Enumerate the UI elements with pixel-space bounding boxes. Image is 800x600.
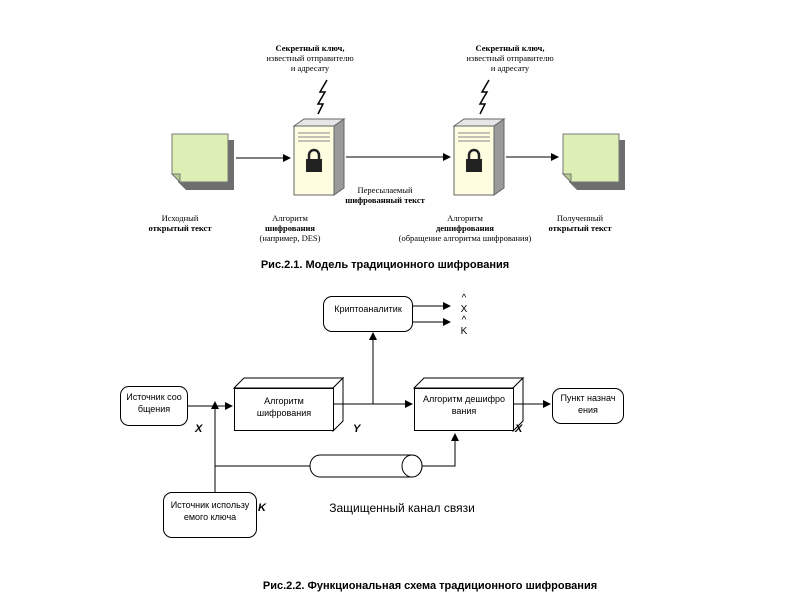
arrow-channel-to-dec <box>422 433 459 467</box>
dec-algo-line2: дешифрования <box>435 222 495 233</box>
received-text-line2: открытый текст <box>548 222 612 233</box>
out-hat-2: ^ <box>461 315 467 326</box>
analyst-output-labels: ^ X ^ K <box>455 293 473 337</box>
destination-label: Пункт назначения <box>560 393 616 415</box>
source-text-line2: открытый текст <box>148 222 212 233</box>
var-k: K <box>258 502 266 514</box>
key-right-line2: известный отправителю <box>466 52 554 63</box>
decryption-block-label: Алгоритм дешифрования <box>422 394 506 416</box>
source-text-label: Исходный открытый текст <box>135 213 225 234</box>
transmitted-line2: шифрованный текст <box>345 194 425 205</box>
message-source-box: Источник сообщения <box>120 386 188 426</box>
key-left-line3: и адресату <box>290 62 330 73</box>
out-x: X <box>460 304 468 315</box>
var-y: Y <box>353 423 361 435</box>
key-left-title: Секретный ключ, <box>275 43 345 53</box>
encryption-block: Алгоритм шифрования <box>234 388 334 431</box>
fig2-caption: Рис.2.2. Функциональная схема традиционн… <box>262 580 598 592</box>
key-right-label: Секретный ключ, известный отправителю и … <box>445 43 575 73</box>
decryption-server-icon <box>452 118 506 196</box>
key-right-title: Секретный ключ, <box>475 43 545 53</box>
dec-algo-line1: Алгоритм <box>447 213 483 223</box>
lightning-left-icon <box>316 79 328 115</box>
destination-box: Пункт назначения <box>552 388 624 424</box>
dec-algo-line3: (обращение алгоритма шифрования) <box>398 232 532 243</box>
source-text-line1: Исходный <box>161 213 199 223</box>
var-x-left: X <box>195 423 203 435</box>
transmitted-line1: Пересылаемый <box>357 185 413 195</box>
channel-label: Защищенный канал связи <box>329 501 475 515</box>
out-hat-1: ^ <box>461 293 467 304</box>
transmitted-label: Пересылаемый шифрованный текст <box>340 185 430 206</box>
key-right-line3: и адресату <box>490 62 530 73</box>
message-source-label: Источник сообщения <box>126 392 182 414</box>
secure-channel-icon <box>309 454 423 478</box>
key-source-label: Источник используемого ключа <box>170 500 250 522</box>
received-document-icon <box>561 133 625 190</box>
key-source-box: Источник используемого ключа <box>163 492 257 538</box>
out-k: K <box>460 326 468 337</box>
enc-algo-line3: (например, DES) <box>259 232 321 243</box>
encryption-block-label: Алгоритм шифрования <box>256 396 312 418</box>
enc-algo-line2: шифрования <box>265 222 315 233</box>
lightning-right-icon <box>478 79 490 115</box>
key-left-line2: известный отправителю <box>266 52 354 63</box>
cryptanalyst-box: Криптоаналитик <box>323 296 413 332</box>
received-text-line1: Полученный <box>556 213 604 223</box>
source-document-icon <box>170 133 234 190</box>
dec-algo-label: Алгоритм дешифрования (обращение алгорит… <box>395 213 535 243</box>
key-left-label: Секретный ключ, известный отправителю и … <box>245 43 375 73</box>
fig1-caption: Рис.2.1. Модель традиционного шифрования <box>260 259 510 271</box>
received-text-label: Полученный открытый текст <box>535 213 625 234</box>
decryption-block: Алгоритм дешифрования <box>414 388 514 431</box>
enc-algo-line1: Алгоритм <box>272 213 308 223</box>
var-x-right: X <box>515 423 523 435</box>
enc-algo-label: Алгоритм шифрования (например, DES) <box>240 213 340 243</box>
encryption-server-icon <box>292 118 346 196</box>
cryptanalyst-label: Криптоаналитик <box>334 304 402 314</box>
